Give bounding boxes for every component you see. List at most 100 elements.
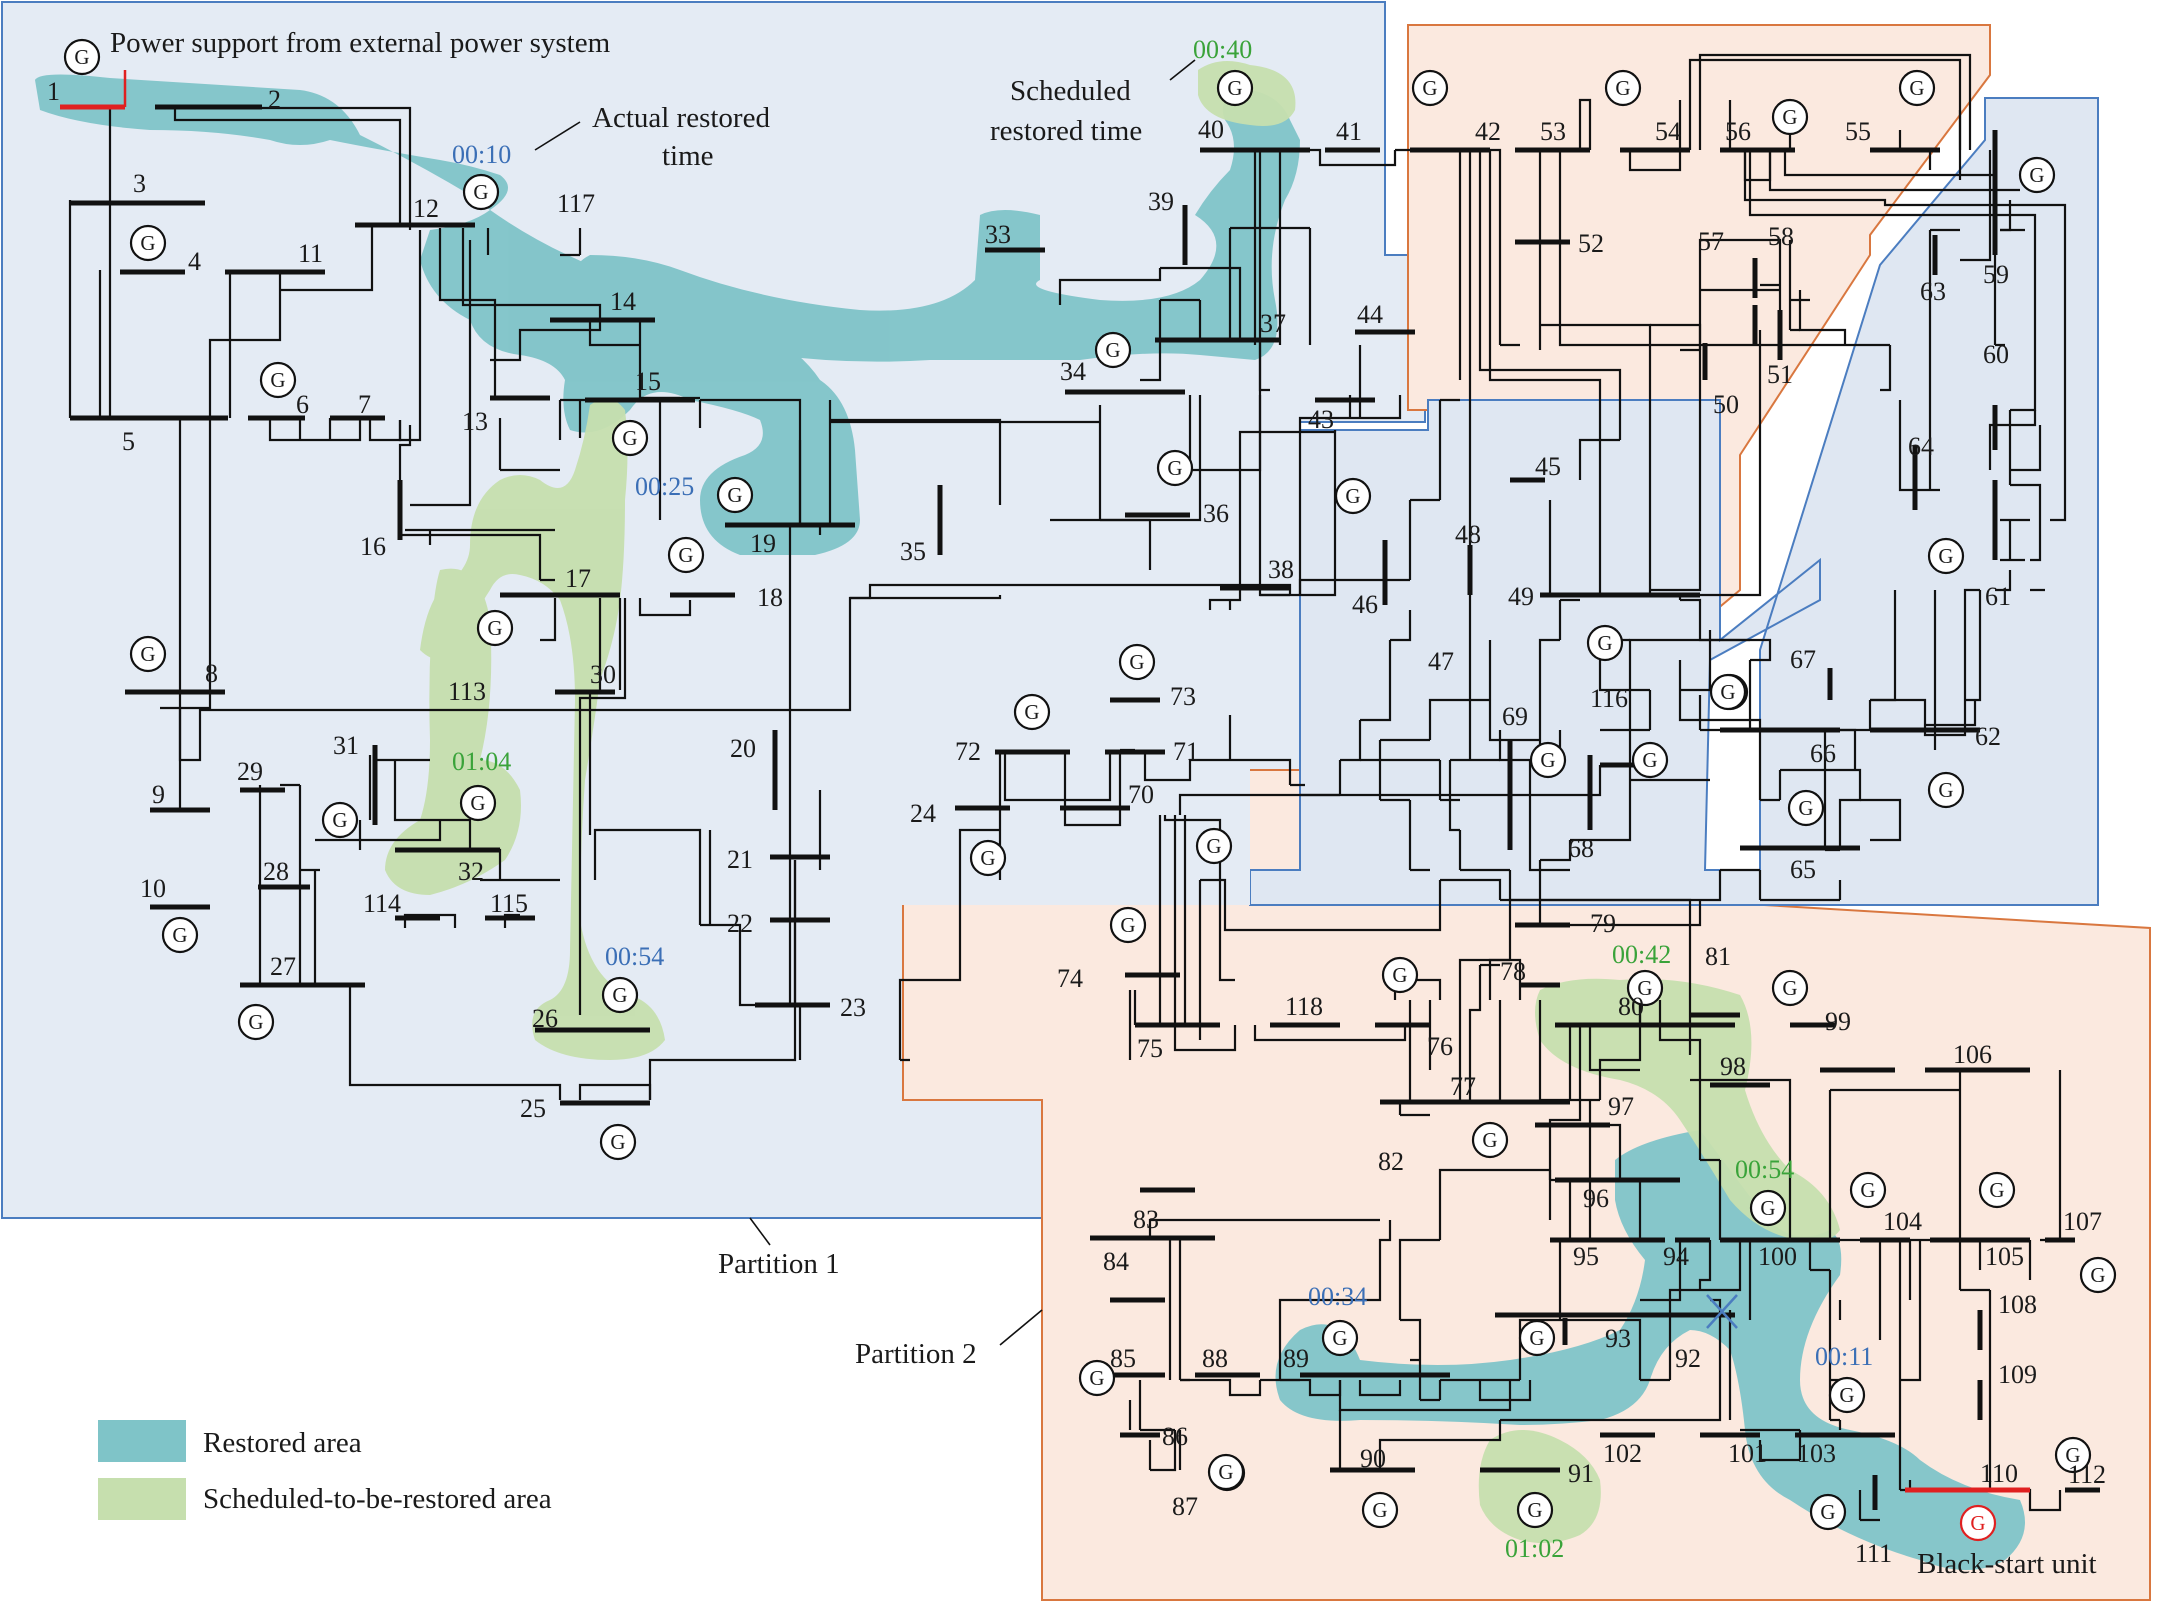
svg-text:G: G [470,791,485,815]
generator-icon: G [2079,1256,2117,1294]
bus-label: 50 [1713,390,1739,419]
generator-icon: G [462,173,500,211]
bus-label: 71 [1173,737,1199,766]
bus-label: 20 [730,734,756,763]
generator-icon: G [1118,643,1156,681]
bus-label: 47 [1428,647,1454,676]
svg-text:G: G [1760,1196,1775,1220]
bus-label: 10 [140,874,166,903]
bus-label: 28 [263,857,289,886]
bus-labels: 1 2 3 4 5 6 7 8 9 10 11 12 13 14 15 16 1… [47,77,2106,1568]
svg-text:G: G [1120,913,1135,937]
black-start-generator-icon: G [1959,1504,1997,1542]
bus-label: 2 [268,85,281,114]
bus-label: 64 [1908,432,1934,461]
actual-time-label: 00:25 [635,472,694,501]
generator-icon: G [1631,741,1669,779]
bus-label: 105 [1985,1242,2024,1271]
generator-icon: G [1321,1319,1359,1357]
bus-label: 27 [270,952,296,981]
bus-label: 62 [1975,722,2001,751]
generator-icon: G [1849,1171,1887,1209]
svg-text:G: G [1597,631,1612,655]
generator-icon: G [611,419,649,457]
bus-label: 75 [1137,1034,1163,1063]
partition-2-label: Partition 2 [855,1338,977,1370]
actual-time-note-2: time [662,140,714,172]
generator-icon: G [1529,741,1567,779]
bus-label: 48 [1455,520,1481,549]
generator-icon: G [601,976,639,1014]
bus-label: 112 [2068,1460,2106,1489]
generator-icon: G [1411,69,1449,107]
generator-icon: G [1978,1171,2016,1209]
generator-icon: G [129,635,167,673]
bus-label: 92 [1675,1344,1701,1373]
open-breaker-x-icon [1706,1294,1738,1329]
bus-label: 65 [1790,855,1816,884]
svg-text:G: G [1089,1366,1104,1390]
legend-label-scheduled: Scheduled-to-be-restored area [203,1483,552,1515]
bus-label: 104 [1883,1207,1922,1236]
generator-icon: G [161,916,199,954]
generator-icon: G [1771,969,1809,1007]
generator-icon: G [1787,789,1825,827]
actual-time-label: 00:34 [1308,1282,1367,1311]
bus-label: 13 [462,407,488,436]
bus-label: 91 [1568,1459,1594,1488]
svg-text:G: G [1105,338,1120,362]
bus-label: 93 [1605,1324,1631,1353]
svg-text:G: G [678,543,693,567]
actual-time-label: 00:11 [1815,1342,1873,1371]
bus-label: 68 [1568,834,1594,863]
bus-label: 69 [1502,702,1528,731]
bus-label: 46 [1352,590,1378,619]
bus-label: 90 [1360,1444,1386,1473]
svg-text:G: G [2029,163,2044,187]
bus-label: 24 [910,799,936,828]
restoration-time-labels: 00:10 00:40 00:25 01:04 00:54 00:42 00:5… [452,35,1873,1563]
bus-label: 102 [1603,1439,1642,1468]
bus-label: 87 [1172,1492,1198,1521]
svg-text:G: G [1422,76,1437,100]
generator-icon: G [2018,156,2056,194]
generator-icon: G [667,536,705,574]
bus-label: 12 [413,194,439,223]
bus-label: 100 [1758,1242,1797,1271]
bus-label: 82 [1378,1147,1404,1176]
scheduled-time-label: 00:40 [1193,35,1252,64]
bus-label: 33 [985,220,1011,249]
bus-label: 55 [1845,117,1871,146]
generator-icon: G [969,839,1007,877]
bus-label: 51 [1767,360,1793,389]
bus-label: 31 [333,731,359,760]
annotations: Power support from external power system… [110,27,2097,1580]
actual-time-label: 00:10 [452,140,511,169]
generator-symbols: G G G G G G G G G G G G G G G G G G G G … [63,38,2117,1542]
svg-text:G: G [1798,796,1813,820]
bus-label: 22 [727,909,753,938]
generator-icon: G [2054,1436,2092,1474]
generator-icon: G [599,1123,637,1161]
bus-label: 113 [448,677,486,706]
generator-icon: G [1207,1453,1245,1491]
bus-label: 95 [1573,1242,1599,1271]
svg-text:G: G [1482,1128,1497,1152]
bus-label: 59 [1983,260,2009,289]
legend-swatch-restored [98,1420,186,1462]
bus-label: 57 [1698,227,1724,256]
bus-label: 70 [1128,780,1154,809]
bus-label: 43 [1308,405,1334,434]
bus-label: 116 [1590,684,1628,713]
bus-label: 17 [565,564,591,593]
bus-label: 40 [1198,115,1224,144]
legend: Restored area Scheduled-to-be-restored a… [98,1420,552,1520]
bus-label: 9 [152,780,165,809]
generator-icon: G [63,38,101,76]
bus-label: 25 [520,1094,546,1123]
bus-label: 53 [1540,117,1566,146]
svg-text:G: G [1218,1460,1233,1484]
bus-label: 110 [1980,1459,2018,1488]
generator-icon: G [1109,906,1147,944]
